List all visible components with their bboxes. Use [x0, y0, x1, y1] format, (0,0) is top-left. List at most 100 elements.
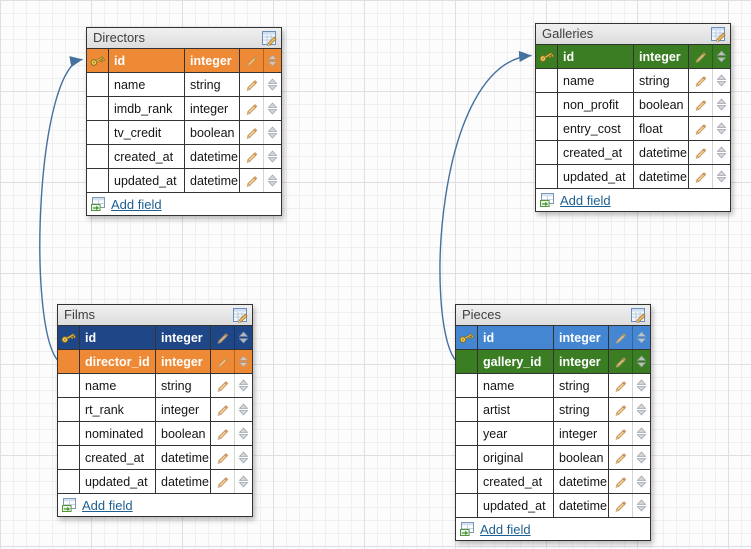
- field-name: created_at: [478, 470, 554, 493]
- edit-field-icon[interactable]: [240, 49, 264, 72]
- field-type: boolean: [185, 121, 240, 144]
- field-name: rt_rank: [80, 398, 156, 421]
- edit-table-icon[interactable]: [262, 30, 278, 46]
- add-field-link[interactable]: Add field: [111, 196, 162, 212]
- edit-field-icon[interactable]: [240, 121, 264, 144]
- field-type: boolean: [156, 422, 211, 445]
- edit-field-icon[interactable]: [240, 97, 264, 120]
- field-type: datetime: [554, 470, 609, 493]
- field-row: id integer: [87, 49, 281, 73]
- table-titlebar[interactable]: Directors: [87, 28, 281, 49]
- field-type: string: [554, 374, 609, 397]
- edit-field-icon[interactable]: [689, 93, 713, 116]
- field-name: updated_at: [80, 470, 156, 493]
- key-cell: [456, 326, 478, 349]
- reorder-field-icon[interactable]: [264, 73, 281, 96]
- add-field-link[interactable]: Add field: [82, 497, 133, 513]
- add-field-row: Add field: [87, 193, 281, 215]
- key-cell: [536, 165, 558, 188]
- edit-field-icon[interactable]: [609, 374, 633, 397]
- edit-field-icon[interactable]: [609, 422, 633, 445]
- reorder-field-icon[interactable]: [713, 141, 730, 164]
- edit-field-icon[interactable]: [689, 117, 713, 140]
- add-field-link[interactable]: Add field: [480, 521, 531, 537]
- table-titlebar[interactable]: Pieces: [456, 305, 650, 326]
- reorder-field-icon[interactable]: [633, 494, 650, 517]
- edit-field-icon[interactable]: [689, 165, 713, 188]
- reorder-field-icon[interactable]: [235, 422, 252, 445]
- edit-field-icon[interactable]: [689, 69, 713, 92]
- edit-field-icon[interactable]: [211, 326, 235, 349]
- field-name: name: [478, 374, 554, 397]
- reorder-field-icon[interactable]: [633, 374, 650, 397]
- reorder-field-icon[interactable]: [633, 326, 650, 349]
- edit-field-icon[interactable]: [211, 398, 235, 421]
- edit-field-icon[interactable]: [609, 326, 633, 349]
- field-type: integer: [554, 350, 609, 373]
- reorder-field-icon[interactable]: [713, 93, 730, 116]
- reorder-field-icon[interactable]: [235, 398, 252, 421]
- field-name: name: [558, 69, 634, 92]
- field-rows: id integer: [456, 326, 650, 518]
- field-name: id: [478, 326, 554, 349]
- reorder-field-icon[interactable]: [713, 45, 730, 68]
- table-title: Directors: [93, 30, 146, 45]
- reorder-field-icon[interactable]: [633, 350, 650, 373]
- reorder-field-icon[interactable]: [264, 121, 281, 144]
- add-field-icon: [460, 522, 475, 536]
- add-field-row: Add field: [456, 518, 650, 540]
- key-cell: [456, 446, 478, 469]
- reorder-field-icon[interactable]: [235, 470, 252, 493]
- edit-table-icon[interactable]: [631, 307, 647, 323]
- edit-field-icon[interactable]: [689, 45, 713, 68]
- reorder-field-icon[interactable]: [713, 69, 730, 92]
- field-row: imdb_rank integer: [87, 97, 281, 121]
- field-row: entry_cost float: [536, 117, 730, 141]
- reorder-field-icon[interactable]: [633, 470, 650, 493]
- reorder-field-icon[interactable]: [264, 169, 281, 192]
- edit-field-icon[interactable]: [240, 73, 264, 96]
- field-row: rt_rank integer: [58, 398, 252, 422]
- add-field-link[interactable]: Add field: [560, 192, 611, 208]
- reorder-field-icon[interactable]: [633, 398, 650, 421]
- reorder-field-icon[interactable]: [633, 446, 650, 469]
- field-row: gallery_id integer: [456, 350, 650, 374]
- reorder-field-icon[interactable]: [235, 326, 252, 349]
- field-name: name: [80, 374, 156, 397]
- edit-field-icon[interactable]: [211, 350, 235, 373]
- table-titlebar[interactable]: Galleries: [536, 24, 730, 45]
- table-titlebar[interactable]: Films: [58, 305, 252, 326]
- field-name: id: [80, 326, 156, 349]
- edit-field-icon[interactable]: [609, 494, 633, 517]
- reorder-field-icon[interactable]: [264, 49, 281, 72]
- edit-table-icon[interactable]: [711, 26, 727, 42]
- reorder-field-icon[interactable]: [235, 350, 252, 373]
- edit-field-icon[interactable]: [689, 141, 713, 164]
- edit-field-icon[interactable]: [211, 446, 235, 469]
- primary-key-icon: [61, 333, 77, 343]
- field-name: created_at: [558, 141, 634, 164]
- reorder-field-icon[interactable]: [633, 422, 650, 445]
- reorder-field-icon[interactable]: [235, 446, 252, 469]
- edit-field-icon[interactable]: [609, 446, 633, 469]
- edit-field-icon[interactable]: [609, 470, 633, 493]
- table-title: Pieces: [462, 307, 502, 322]
- edit-field-icon[interactable]: [211, 470, 235, 493]
- field-row: non_profit boolean: [536, 93, 730, 117]
- edit-table-icon[interactable]: [233, 307, 249, 323]
- reorder-field-icon[interactable]: [713, 165, 730, 188]
- edit-field-icon[interactable]: [609, 398, 633, 421]
- reorder-field-icon[interactable]: [235, 374, 252, 397]
- edit-field-icon[interactable]: [211, 422, 235, 445]
- reorder-field-icon[interactable]: [713, 117, 730, 140]
- edit-field-icon[interactable]: [609, 350, 633, 373]
- edit-field-icon[interactable]: [240, 145, 264, 168]
- reorder-field-icon[interactable]: [264, 97, 281, 120]
- edit-field-icon[interactable]: [240, 169, 264, 192]
- field-type: integer: [156, 326, 211, 349]
- reorder-field-icon[interactable]: [264, 145, 281, 168]
- key-cell: [58, 470, 80, 493]
- edit-field-icon[interactable]: [211, 374, 235, 397]
- field-type: integer: [156, 350, 211, 373]
